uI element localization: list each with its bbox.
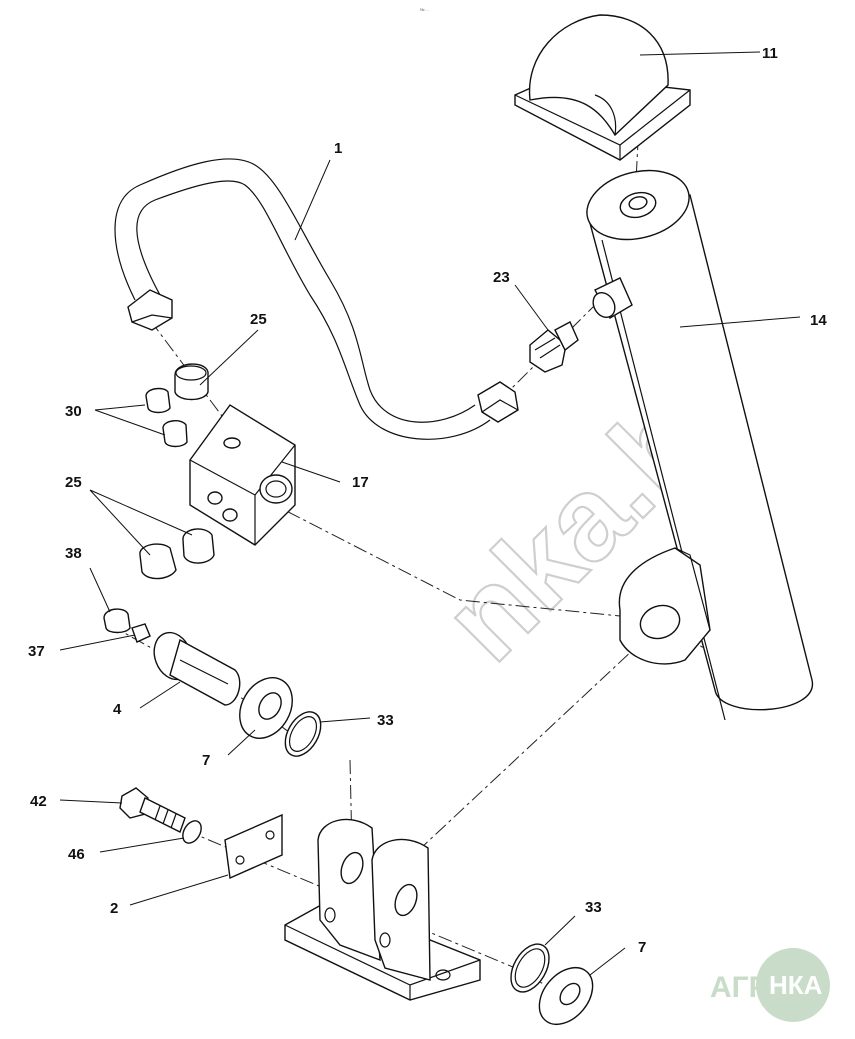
part-25-fittings (139, 363, 215, 580)
callout-1: 1 (334, 140, 342, 157)
part-17-block (189, 404, 296, 546)
part-11-cap (514, 14, 691, 161)
part-42-bolt (119, 787, 186, 833)
callout-23: 23 (493, 269, 510, 286)
mount-bracket (284, 818, 481, 1001)
callout-7-bottom: 7 (638, 939, 646, 956)
leader-lines (59, 51, 801, 976)
callout-25-bottom: 25 (65, 474, 82, 491)
part-46-washer (182, 820, 202, 844)
callout-33-top: 33 (377, 712, 394, 729)
part-1-pipe (114, 158, 519, 440)
part-23-fitting (529, 321, 579, 373)
part-33-rings (284, 711, 550, 993)
callout-33-bottom: 33 (585, 899, 602, 916)
agronka-logo: АГРО НКА (710, 948, 830, 1022)
part-4-pin (153, 631, 241, 706)
callout-30: 30 (65, 403, 82, 420)
callout-25-top: 25 (250, 311, 267, 328)
callout-17: 17 (352, 474, 369, 491)
callout-labels: 1 11 14 23 25 30 17 25 38 37 4 7 33 42 4… (28, 45, 827, 956)
part-7-washers (239, 677, 594, 1025)
callout-46: 46 (68, 846, 85, 863)
callout-37: 37 (28, 643, 45, 660)
callout-4: 4 (113, 701, 122, 718)
part-2-plate (224, 813, 283, 880)
callout-11: 11 (762, 45, 778, 62)
callout-14: 14 (810, 312, 827, 329)
callout-42: 42 (30, 793, 47, 810)
part-30-plugs (145, 387, 188, 448)
part-14-cylinder (586, 169, 813, 721)
callout-2: 2 (110, 900, 118, 917)
header-note: № ... (420, 7, 429, 12)
logo-text-right: НКА (769, 970, 823, 1000)
callout-7-top: 7 (202, 752, 210, 769)
callout-38: 38 (65, 545, 82, 562)
